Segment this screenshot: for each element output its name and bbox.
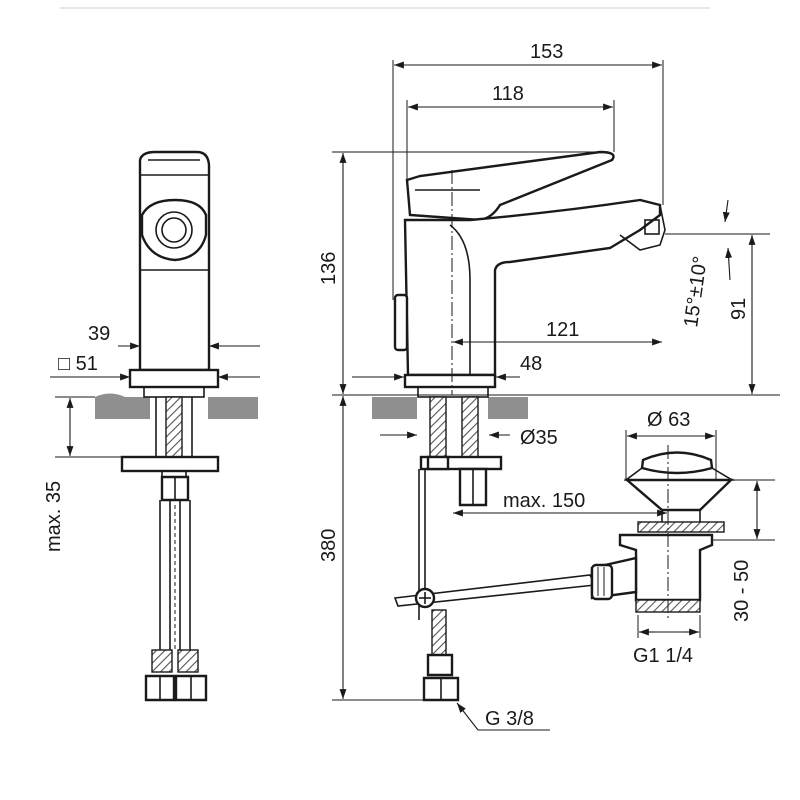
label-supply-length: 380: [318, 529, 340, 562]
side-view: [332, 60, 780, 731]
label-max-thickness: max. 35: [43, 481, 65, 552]
label-base-square: □ 51: [58, 353, 98, 375]
front-threaded-rod: [165, 396, 183, 458]
label-width-spout: 118: [492, 83, 524, 105]
label-waste-thread: G1 1/4: [633, 645, 693, 667]
countertop-right-a: [372, 397, 417, 419]
side-faucet-body: [403, 198, 662, 377]
label-max-deck: max. 150: [503, 490, 585, 512]
label-outlet-height: 91: [728, 298, 750, 320]
pop-up-plug: [640, 451, 714, 475]
label-base-width: 39: [88, 323, 110, 345]
lever-eye: [140, 198, 208, 262]
label-base-offset: 48: [520, 353, 542, 375]
front-view: [50, 150, 260, 702]
label-shank-diameter: Ø35: [520, 427, 558, 449]
front-fixing-plate: [120, 455, 220, 473]
countertop-right-b: [488, 397, 528, 419]
side-base: [403, 373, 497, 389]
label-width-overall: 153: [530, 41, 563, 63]
side-shank: [429, 396, 447, 458]
label-outlet-angle: 15°±10°: [680, 255, 712, 329]
label-waste-diameter: Ø 63: [647, 409, 690, 431]
countertop-left-b: [208, 397, 258, 419]
label-height-total: 136: [318, 252, 340, 285]
countertop-left-a: [95, 397, 150, 419]
label-supply-thread: G 3/8: [485, 708, 534, 730]
front-base: [128, 368, 220, 389]
label-spout-reach: 121: [546, 319, 579, 341]
label-waste-adjust: 30 - 50: [731, 560, 753, 622]
